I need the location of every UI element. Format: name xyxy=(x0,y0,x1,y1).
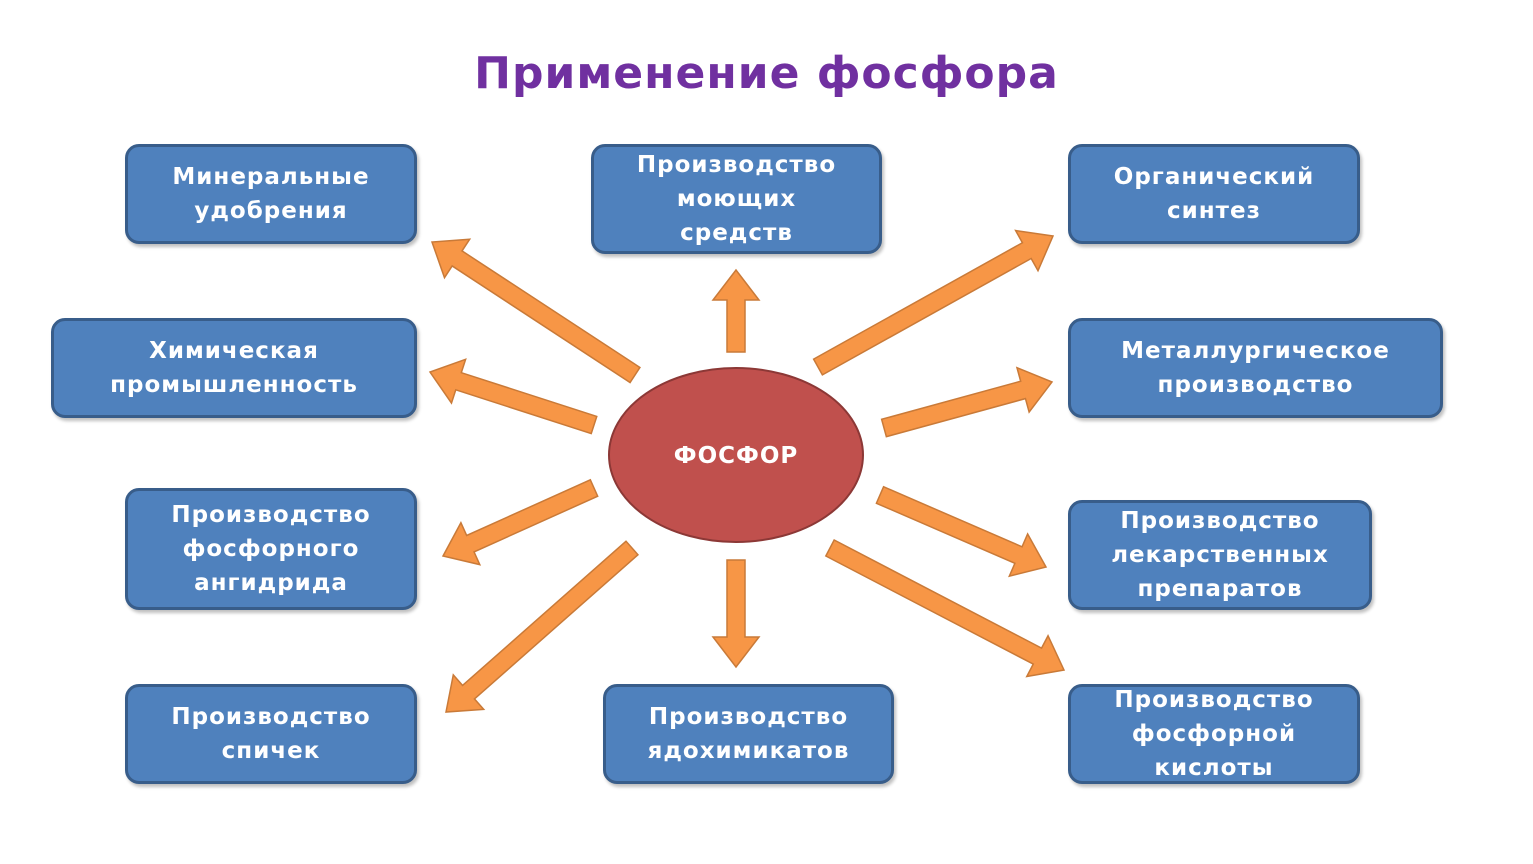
box-medicines: Производство лекарственных препаратов xyxy=(1068,500,1372,610)
arrow-to-metallurgy xyxy=(880,366,1054,438)
center-ellipse xyxy=(608,367,864,543)
arrow-to-medicines xyxy=(875,485,1048,578)
arrow-to-anhydride xyxy=(441,478,599,566)
arrow-to-detergents xyxy=(711,268,761,353)
arrow-to-mineral xyxy=(430,238,641,384)
arrow-to-chemical xyxy=(428,358,598,435)
arrow-to-organic xyxy=(812,229,1055,376)
box-metallurgy: Металлургическое производство xyxy=(1068,318,1443,418)
arrow-to-pesticides xyxy=(711,559,761,669)
center-label: ФОСФОР xyxy=(673,443,799,469)
box-phosphoric-anhydride: Производство фосфорного ангидрида xyxy=(125,488,417,610)
box-organic-synthesis: Органический синтез xyxy=(1068,144,1360,244)
box-detergents: Производство моющих средств xyxy=(591,144,882,254)
box-phosphoric-acid: Производство фосфорной кислоты xyxy=(1068,684,1360,784)
arrow-to-matches xyxy=(445,540,640,713)
diagram-title: Применение фосфора xyxy=(474,48,1059,99)
box-matches: Производство спичек xyxy=(125,684,417,784)
arrow-to-acid xyxy=(824,539,1066,678)
box-mineral-fertilizers: Минеральные удобрения xyxy=(125,144,417,244)
box-chemical-industry: Химическая промышленность xyxy=(51,318,417,418)
box-pesticides: Производство ядохимикатов xyxy=(603,684,894,784)
